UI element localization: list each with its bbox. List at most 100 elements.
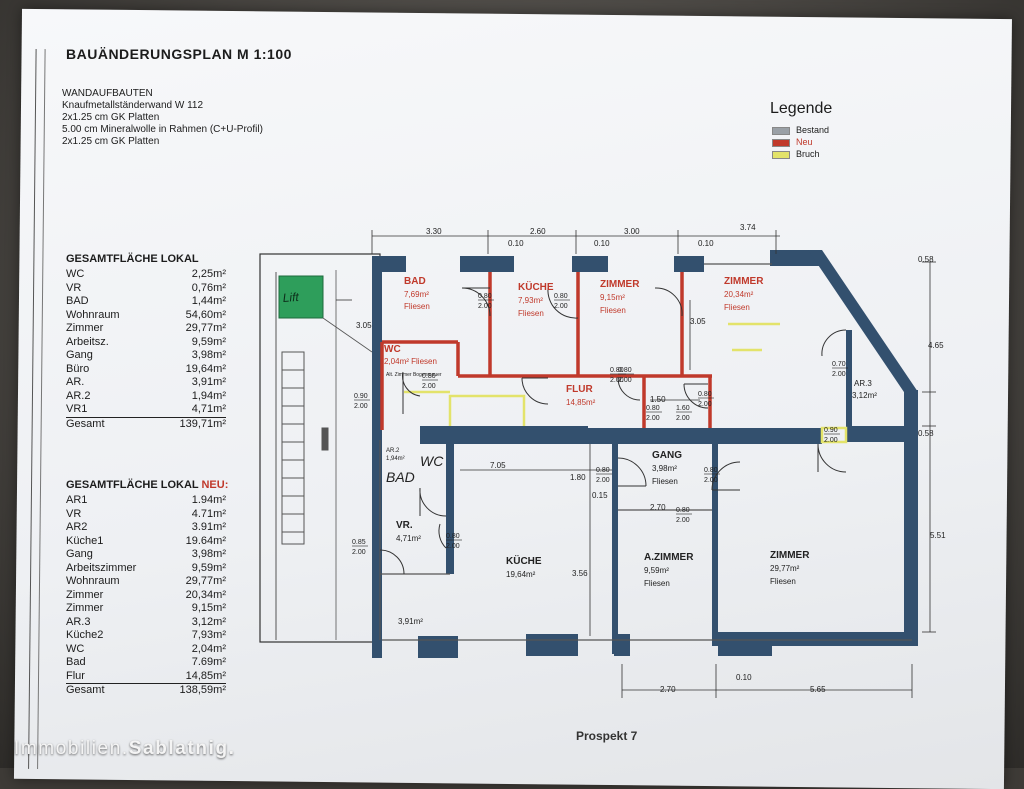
- new-walls: [380, 272, 712, 430]
- dim-inner: 1.80: [570, 473, 586, 482]
- room-name-kueche-top: KÜCHE: [518, 280, 554, 293]
- room-finish: Fliesen: [644, 579, 670, 588]
- row-value: 54,60m²: [185, 308, 226, 321]
- row-label: AR2: [66, 521, 88, 533]
- row-label: AR.2: [66, 389, 91, 402]
- legend-title: Legende: [770, 100, 833, 117]
- door-swings: [379, 287, 847, 575]
- row-label: Gang: [66, 548, 93, 560]
- room-name-kueche: KÜCHE: [506, 554, 542, 567]
- room-area: 1,94m²: [386, 456, 405, 462]
- row-value: 7,93m²: [191, 629, 226, 641]
- table-row: Bad 7.69m²: [66, 656, 226, 671]
- door-height-label: 2.00: [646, 415, 660, 422]
- door-height-label: 2.00: [354, 403, 368, 410]
- room-area: 9,15m²: [600, 293, 625, 302]
- dim-inner: 3.05: [690, 317, 706, 326]
- watermark-part1: Immobilien.: [14, 738, 129, 759]
- room-finish: Fliesen: [652, 477, 678, 486]
- row-value: 9,59m²: [191, 335, 226, 348]
- demolition-lines: [404, 322, 848, 444]
- row-value: 1,44m²: [191, 295, 226, 307]
- row-value: 9,15m²: [191, 602, 226, 614]
- row-label: Bad: [66, 656, 86, 668]
- door-width-label: 0.80: [596, 467, 610, 474]
- legend-label: Neu: [796, 137, 813, 147]
- row-value: 1.94m²: [191, 494, 226, 506]
- legend-label: Bestand: [796, 125, 830, 135]
- room-area: 2,04m² Fliesen: [384, 357, 437, 366]
- door-height-label: 2.00: [698, 401, 712, 408]
- wall-build-line: Knaufmetallständerwand W 112: [62, 100, 204, 111]
- row-value: 2,04m²: [191, 642, 226, 655]
- room-area-ar: 3,91m²: [398, 617, 423, 626]
- row-value: 3,91m²: [191, 376, 226, 388]
- room-finish: Fliesen: [600, 306, 626, 315]
- door-height-label: 2.00: [676, 517, 690, 524]
- row-value: 3,98m²: [191, 548, 226, 560]
- legend-swatch-bruch: [772, 151, 790, 159]
- door-width-label: 1.60: [676, 405, 690, 412]
- row-label: Flur: [66, 669, 85, 682]
- row-label: BAD: [66, 295, 89, 307]
- room-area: 3,98m²: [652, 464, 677, 473]
- room-name-bad: BAD: [404, 276, 426, 287]
- dim-right: 5.51: [930, 531, 946, 540]
- door-height-label: 2.00: [704, 477, 718, 484]
- row-label: Zimmer: [66, 322, 104, 334]
- row-value: 9,59m²: [191, 561, 226, 574]
- plan-title: BAUÄNDERUNGSPLAN M 1:100: [66, 46, 292, 62]
- door-width-label: 0.80: [554, 293, 568, 300]
- room-name-ar2: AR.2: [386, 448, 400, 454]
- row-label: Küche2: [66, 629, 104, 641]
- row-label: WC: [66, 268, 85, 280]
- handwriting-bad: BAD: [386, 469, 415, 485]
- table-row: BAD 1,44m²: [66, 295, 226, 310]
- dim-top: 0.10: [594, 239, 610, 248]
- door-height-label: 2.00: [610, 377, 624, 384]
- row-value: 7.69m²: [191, 656, 226, 668]
- door-height-label: 2.00: [554, 303, 568, 310]
- door-height-label: 2.00: [618, 377, 632, 384]
- dim-top: 3.00: [624, 227, 640, 236]
- table-new-title: GESAMTFLÄCHE LOKAL NEU:: [66, 479, 228, 491]
- handwriting-lift: Lift: [282, 290, 300, 305]
- door-width-label: 0.80: [676, 507, 690, 514]
- door-height-label: 2.00: [824, 437, 838, 444]
- row-label: Büro: [66, 362, 90, 375]
- room-name-vr: VR.: [396, 520, 413, 531]
- door-width-label: 0.80: [446, 533, 460, 540]
- watermark: Immobilien.Sablatnig.: [14, 738, 236, 760]
- row-value: 4,71m²: [191, 403, 226, 415]
- row-label: VR: [66, 281, 82, 294]
- dim-inner: 3.56: [572, 569, 588, 578]
- existing-walls: [372, 250, 918, 658]
- room-finish: Fliesen: [404, 302, 430, 311]
- table-new-title-prefix: GESAMTFLÄCHE LOKAL: [66, 479, 199, 491]
- table-old-title: GESAMTFLÄCHE LOKAL: [66, 253, 199, 265]
- door-width-label: 0.80: [646, 405, 660, 412]
- row-label: Arbeitsz.: [66, 335, 109, 348]
- dim-right: 4.65: [928, 341, 944, 350]
- room-name-zimmer: ZIMMER: [770, 550, 810, 561]
- dim-bottom: 2.70: [660, 685, 676, 694]
- room-area: 7,93m²: [518, 296, 543, 305]
- room-area: 20,34m²: [724, 290, 754, 299]
- table-row: AR.3,91m²: [66, 376, 226, 391]
- table-new-title-suffix: NEU:: [201, 479, 229, 491]
- dim-inner: 0.15: [592, 491, 608, 500]
- row-value: 14,85m²: [185, 669, 226, 682]
